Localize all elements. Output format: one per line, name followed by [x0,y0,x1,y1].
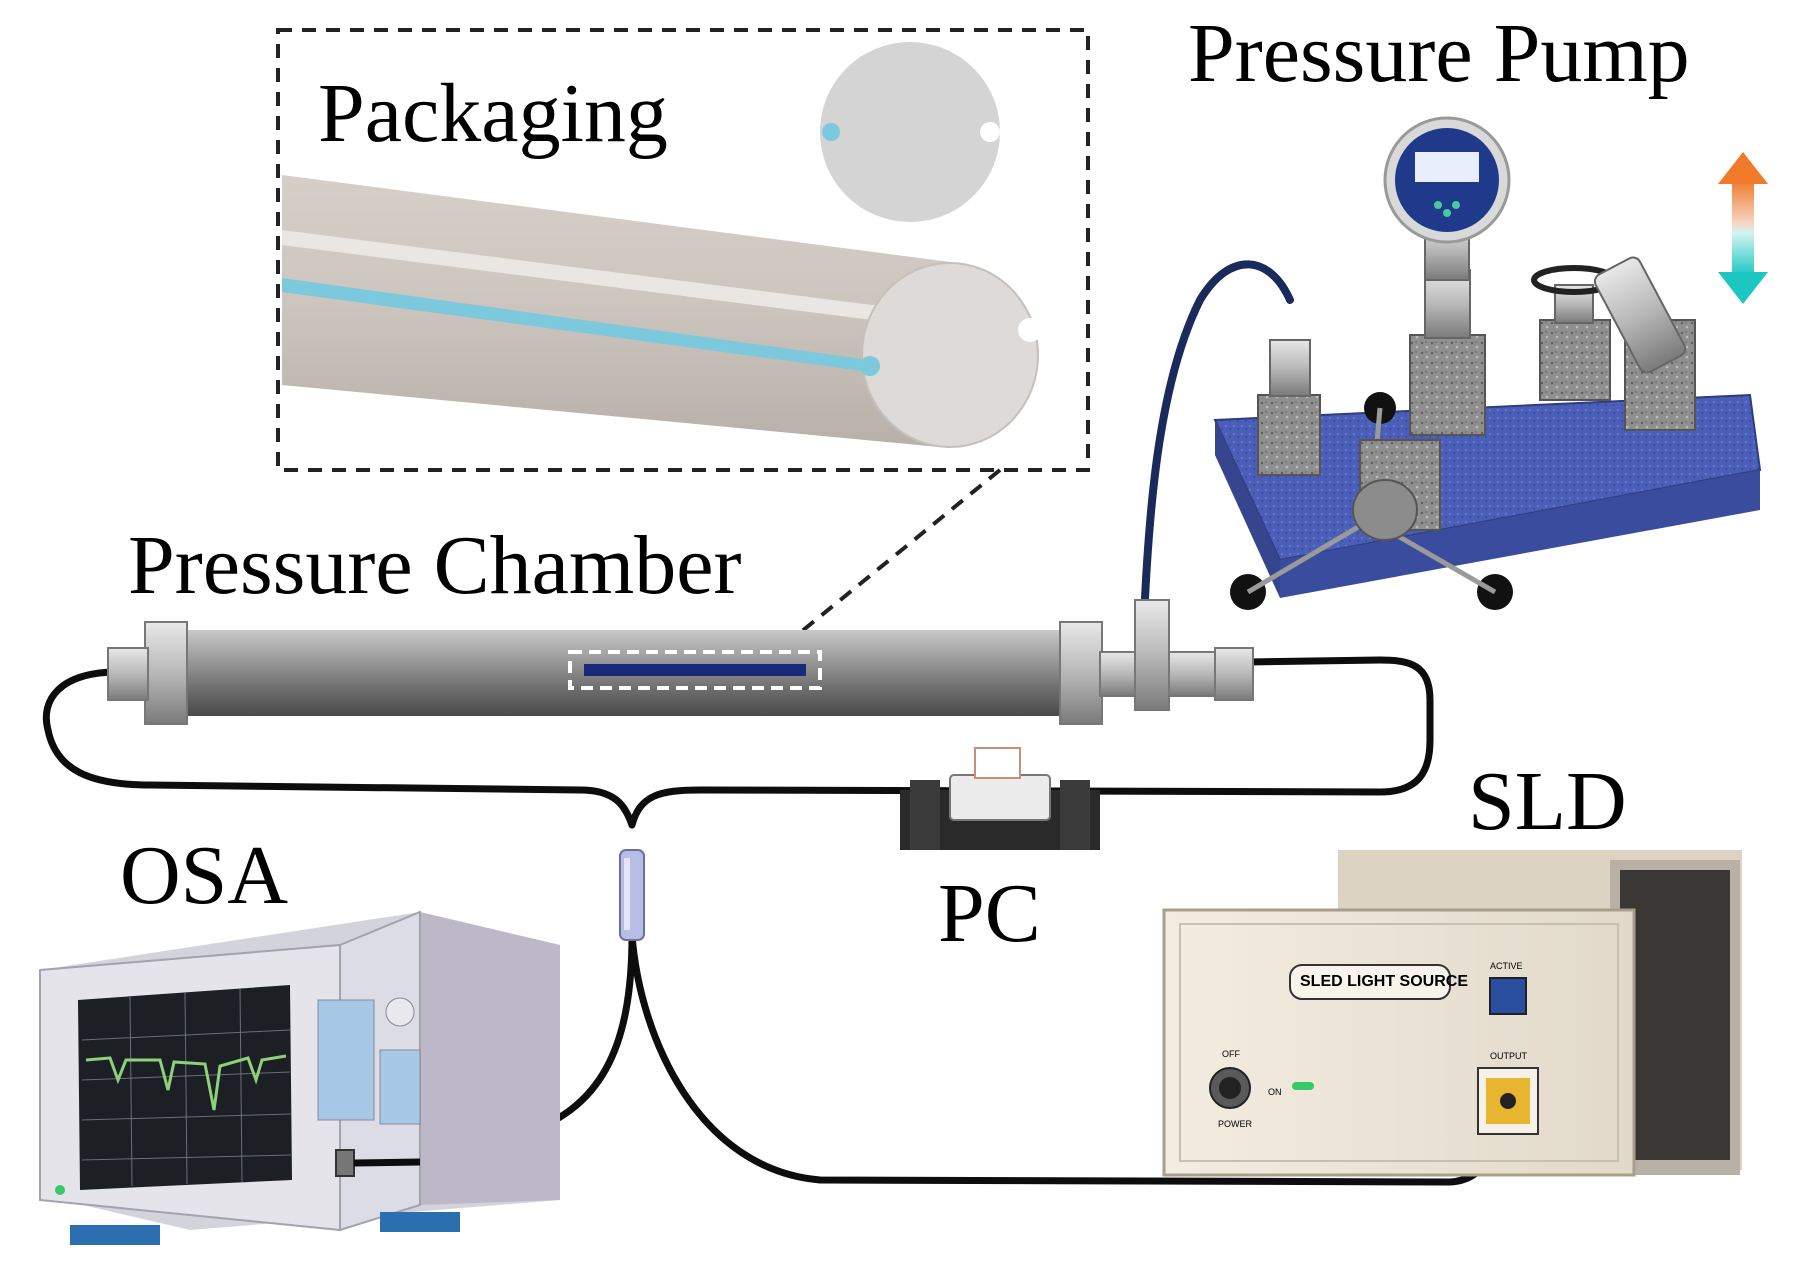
pressure-pump-label: Pressure Pump [1188,7,1690,100]
sld-nameplate-text: SLED LIGHT SOURCE [1300,973,1469,990]
tee-fitting [1134,599,1170,711]
capillary-hole [980,122,1000,142]
sld-nameplate [1289,964,1451,1000]
osa-analyzer [39,910,560,1245]
osa-label: OSA [120,829,289,922]
sensor-highlight [568,650,822,690]
on-label: ON [1268,1087,1282,1097]
pressure-gauge [1383,116,1511,281]
packaging-label: Packaging [318,67,668,160]
active-label: ACTIVE [1490,961,1523,971]
osa-trace [85,1054,287,1111]
power-label: POWER [1218,1119,1253,1129]
fiber-pc-arm [628,656,1434,829]
sensor-packaging [584,664,806,676]
cross-section [820,42,1000,222]
active-button [1489,977,1527,1015]
up-down-arrow-icon [1718,152,1768,304]
capillary-tube [282,175,1042,448]
chamber-nut-right [1214,647,1254,701]
sld-light-source [1162,850,1742,1177]
fiber-hole [822,123,840,141]
pressure-chamber-label: Pressure Chamber [128,519,742,612]
fiber-osa-port [353,1158,421,1167]
callout-line [794,468,1002,638]
power-led [1292,1082,1314,1090]
chamber-nut-left [107,647,149,701]
sld-front-panel [1162,908,1636,1177]
inset-dashed-frame [276,28,1090,472]
polarization-controller [900,747,1100,850]
sld-label: SLD [1468,755,1627,848]
off-label: OFF [1222,1049,1240,1059]
fiber-coupler [619,849,645,941]
packaging-inset [276,28,1090,472]
pump-hose [1141,260,1294,602]
pressure-pump [1213,116,1762,610]
output-label: OUTPUT [1490,1051,1527,1061]
osa-port [335,1149,355,1177]
pc-label: PC [938,867,1041,960]
chamber-end-right [1059,621,1103,725]
pressure-chamber [107,599,1254,725]
fiber-chamber-left [42,668,636,829]
chamber-end-left [144,621,188,725]
